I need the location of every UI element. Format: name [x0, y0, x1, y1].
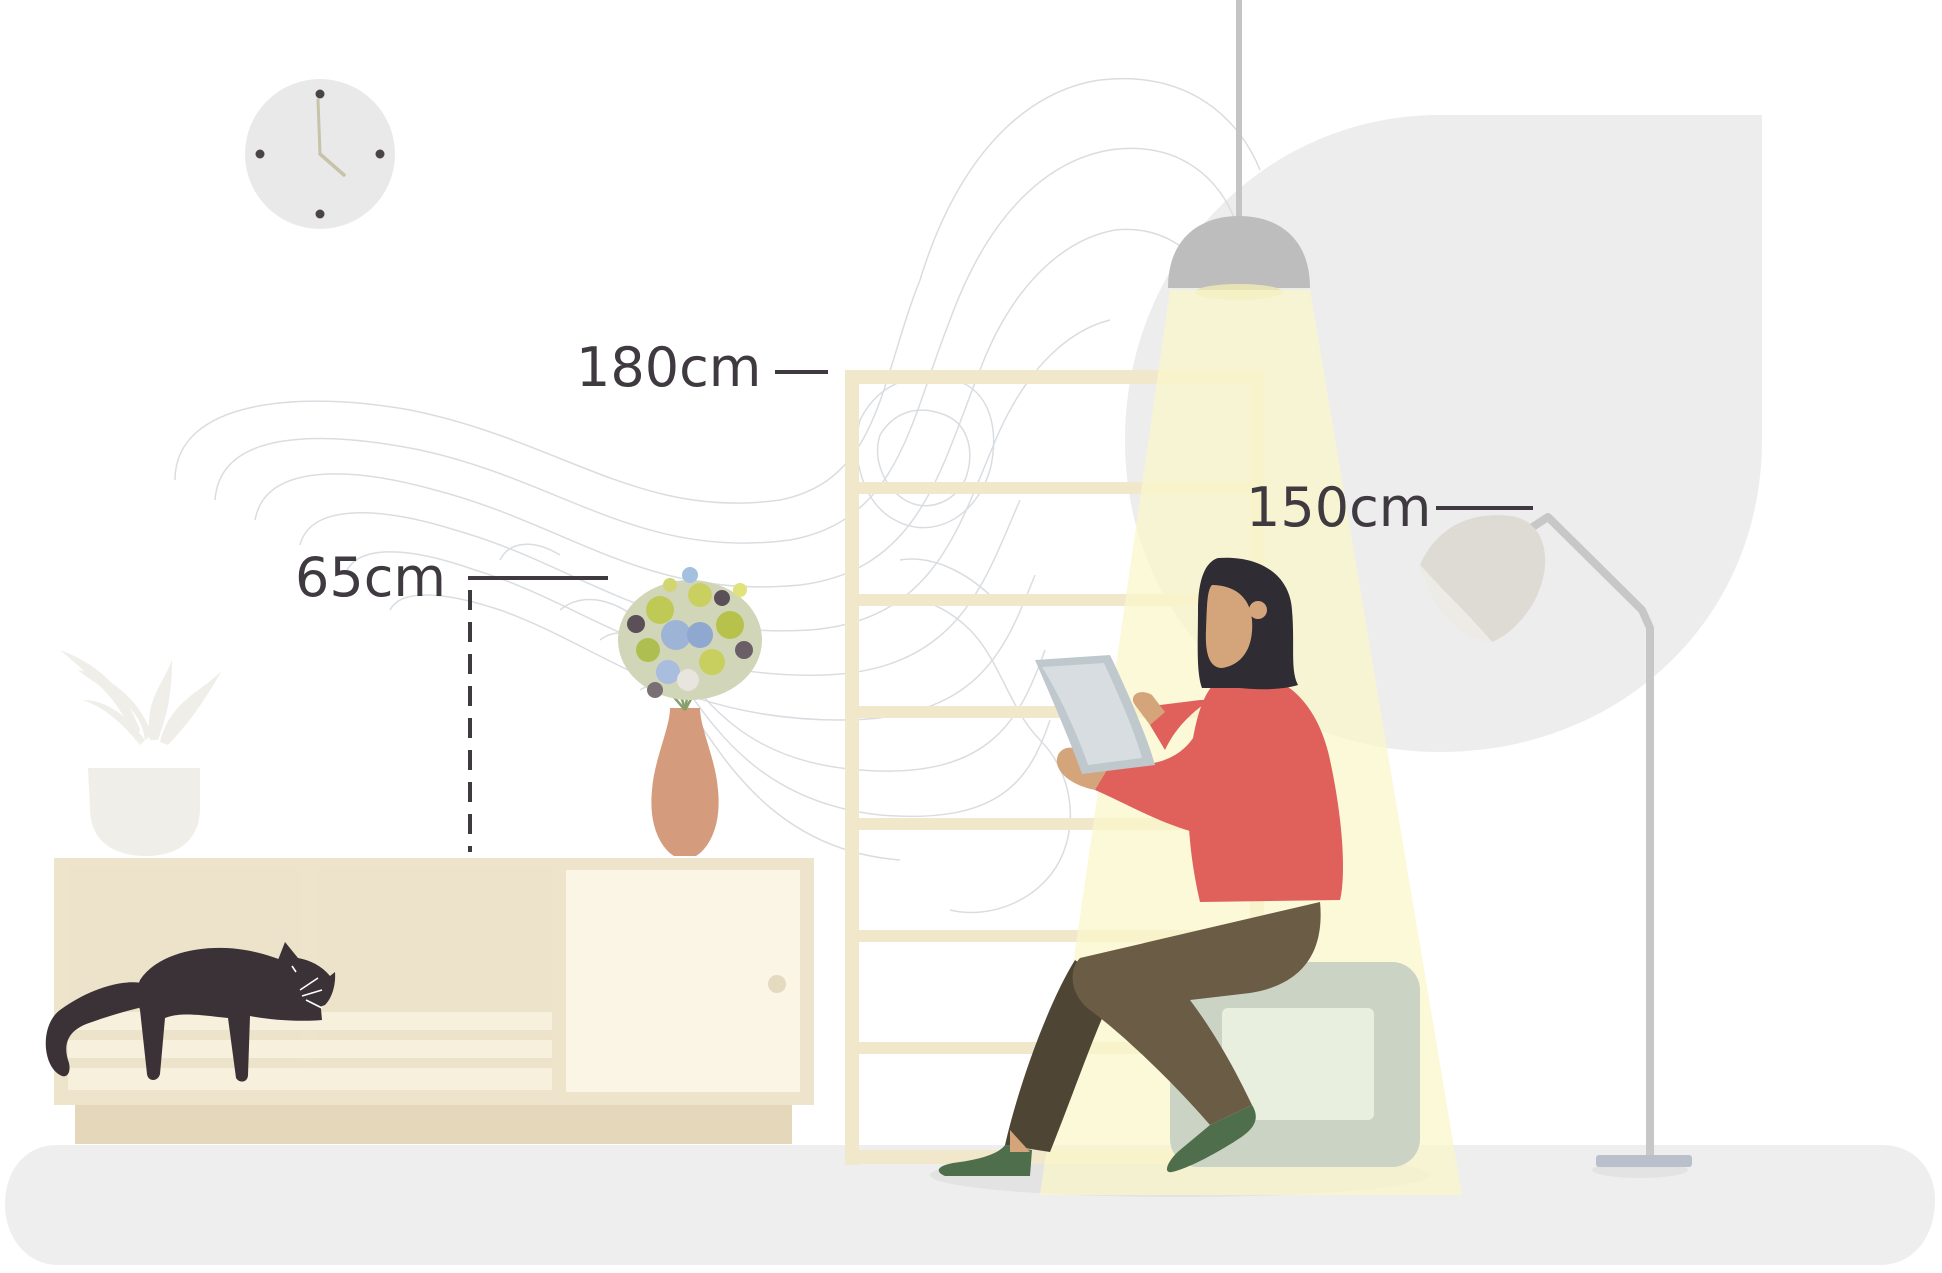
sleeping-cat-icon: [45, 942, 336, 1082]
lamp-height-label: 150cm: [1246, 476, 1431, 539]
tablet-icon: [1035, 655, 1155, 774]
flower-vase-icon: [618, 567, 762, 856]
shelf-height-label: 180cm: [576, 336, 761, 399]
pendant-lamp-icon: [1168, 0, 1310, 300]
low-cabinet: [54, 858, 814, 1144]
measure-shelf-height: 180cm: [576, 336, 828, 399]
flower-bouquet: [618, 567, 762, 700]
potted-plant-icon: [60, 650, 222, 856]
wall-clock-icon: [245, 79, 395, 229]
measure-lamp-height: 150cm: [1246, 476, 1533, 539]
measure-cabinet-height: 65cm: [295, 546, 608, 852]
floor-lamp-icon: [1420, 513, 1692, 1167]
cabinet-height-label: 65cm: [295, 546, 446, 609]
person-with-tablet-icon: [938, 557, 1343, 1176]
